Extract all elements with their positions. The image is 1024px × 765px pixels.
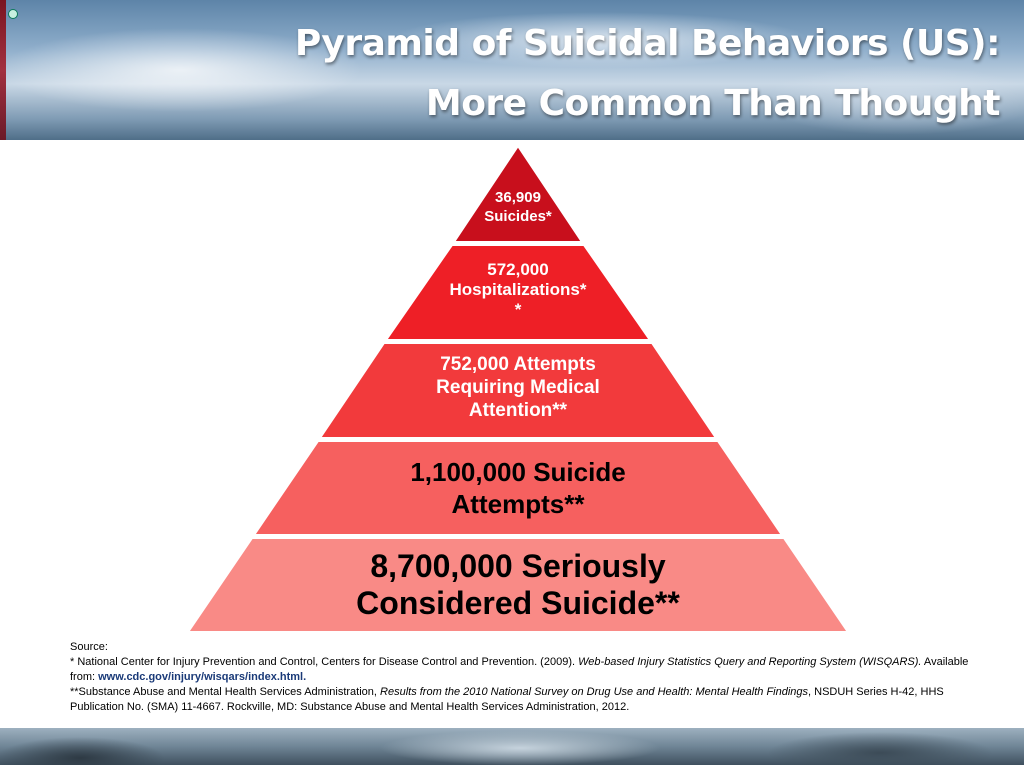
- tier-2-line3: *: [514, 300, 522, 319]
- source-footnote: Source: * National Center for Injury Pre…: [70, 640, 970, 715]
- slide-title-line1: Pyramid of Suicidal Behaviors (US):: [294, 23, 1001, 64]
- header-ocean-banner: Pyramid of Suicidal Behaviors (US): More…: [0, 0, 1024, 140]
- ref-1-link[interactable]: www.cdc.gov/injury/wisqars/index.html.: [98, 671, 307, 683]
- ref-2-suffix: , NSDUH Series H-42, HHS Publication No.…: [70, 686, 944, 713]
- tier-1-line2: Suicides*: [484, 208, 552, 225]
- pyramid-tier-1: [452, 144, 584, 243]
- pyramid-tier-5: [186, 537, 850, 633]
- banner-left-edge: [0, 0, 6, 140]
- tier-3-line1: 752,000 Attempts: [440, 354, 596, 375]
- ref-1-title: Web-based Injury Statistics Query and Re…: [578, 656, 922, 668]
- ref-1-prefix: * National Center for Injury Prevention …: [70, 656, 579, 668]
- tier-2-label: 572,000 Hospitalizations* *: [408, 260, 628, 320]
- tier-1-label: 36,909 Suicides*: [418, 188, 618, 226]
- tier-4-label: 1,100,000 Suicide Attempts**: [358, 456, 678, 520]
- tier-3-label: 752,000 Attempts Requiring Medical Atten…: [388, 353, 648, 422]
- tier-3-line2: Requiring Medical: [436, 377, 600, 398]
- tier-2-line1: 572,000: [487, 260, 549, 279]
- source-ref-1: * National Center for Injury Prevention …: [70, 655, 970, 685]
- tier-5-label: 8,700,000 Seriously Considered Suicide**: [298, 548, 738, 622]
- tier-5-line1: 8,700,000 Seriously: [370, 548, 666, 584]
- ref-1-available: Available from:: [70, 656, 969, 683]
- source-ref-2: **Substance Abuse and Mental Health Serv…: [70, 685, 970, 715]
- ref-2-title: Results from the 2010 National Survey on…: [380, 686, 809, 698]
- pyramid-tier-4: [252, 440, 784, 536]
- tier-1-line1: 36,909: [495, 189, 541, 206]
- slide-title-line2: More Common Than Thought: [425, 83, 1001, 124]
- ref-2-prefix: **Substance Abuse and Mental Health Serv…: [70, 686, 381, 698]
- tier-3-line3: Attention**: [468, 400, 568, 421]
- source-heading: Source:: [70, 641, 108, 653]
- tier-2-line2: Hospitalizations*: [449, 280, 587, 299]
- pyramid-tier-3: [318, 342, 718, 439]
- footer-rock-strip: [0, 728, 1024, 765]
- tier-4-line2: Attempts**: [451, 489, 585, 519]
- tier-4-line1: 1,100,000 Suicide: [410, 457, 626, 487]
- pyramid-tier-2: [384, 244, 652, 341]
- bullet-circle-icon: [8, 9, 18, 19]
- tier-5-line2: Considered Suicide**: [356, 585, 680, 621]
- slide-title: Pyramid of Suicidal Behaviors (US): More…: [200, 14, 1001, 134]
